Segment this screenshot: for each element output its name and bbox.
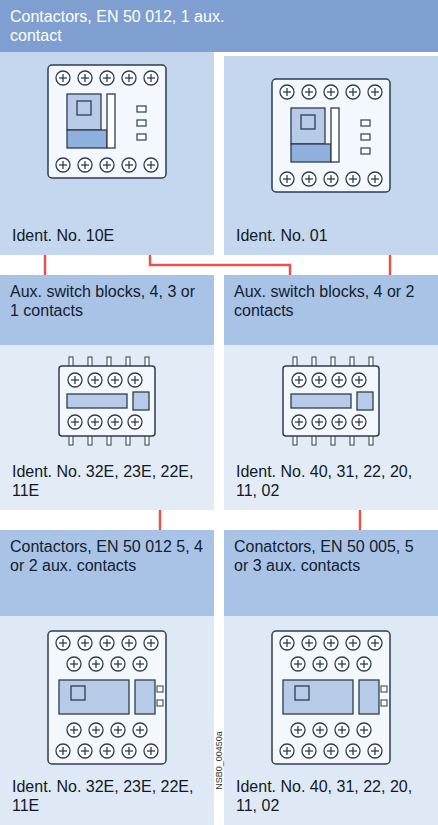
- box-heading: Conatctors, EN 50 005, 5 or 3 aux. conta…: [224, 530, 438, 616]
- drawing-number: NSB0_00450a: [214, 725, 225, 795]
- box-heading: Aux. switch blocks, 4, 3 or 1 contacts: [0, 275, 214, 345]
- combined-contactor-icon: [48, 631, 166, 764]
- connector-line: [159, 510, 162, 530]
- ident-number: Ident. No. 01: [236, 226, 426, 245]
- box-heading: Aux. switch blocks, 4 or 2 contacts: [224, 275, 438, 345]
- box-heading: Contactors, EN 50 012 5, 4 or 2 aux. con…: [0, 530, 214, 616]
- aux-block-icon: [283, 357, 379, 445]
- connector-line: [150, 255, 290, 275]
- connector-line: [359, 510, 362, 530]
- contactor-icon: [48, 65, 166, 178]
- aux-block-icon: [59, 357, 155, 445]
- connector-line: [44, 255, 47, 275]
- ident-number: Ident. No. 40, 31, 22, 20, 11, 02: [236, 462, 426, 500]
- ident-number: Ident. No. 32E, 23E, 22E, 11E: [12, 462, 202, 500]
- connector-line: [389, 255, 392, 275]
- box-heading: Contactors, EN 50 012, 1 aux. contact: [0, 0, 438, 52]
- ident-number: Ident. No. 40, 31, 22, 20, 11, 02: [236, 777, 426, 815]
- ident-number: Ident. No. 32E, 23E, 22E, 11E: [12, 777, 202, 815]
- contactor-icon: [272, 79, 390, 192]
- combined-contactor-icon: [272, 631, 390, 764]
- ident-number: Ident. No. 10E: [12, 226, 202, 245]
